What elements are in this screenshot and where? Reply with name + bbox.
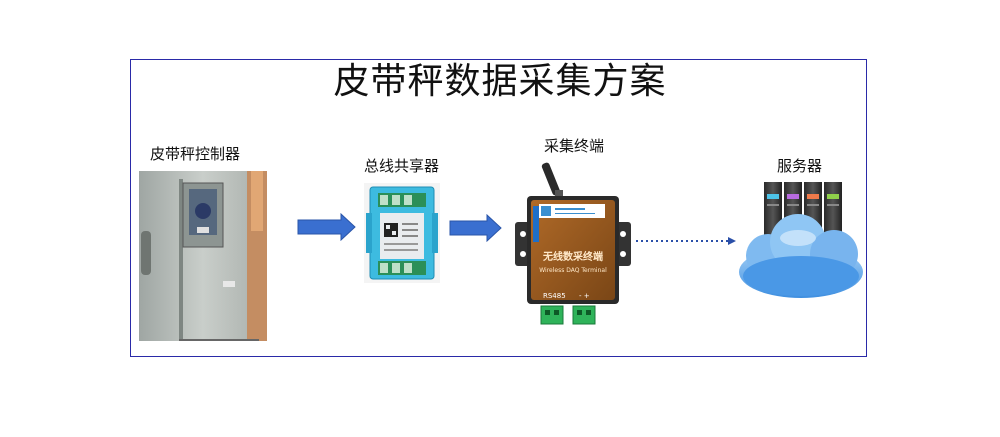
control-cabinet-photo	[139, 171, 267, 341]
diagram-title: 皮带秤数据采集方案	[333, 61, 667, 102]
cloud-server	[734, 180, 868, 302]
label-bus-sharer: 总线共享器	[364, 157, 440, 175]
label-belt-scale-controller: 皮带秤控制器	[150, 145, 241, 163]
terminal-port-label: RS485	[543, 292, 566, 300]
terminal-port-signs: - +	[579, 292, 590, 300]
wireless-terminal-device: 无线数采终端 Wireless DAQ Terminal RS485 - +	[515, 162, 631, 326]
dotted-arrow-terminal-to-server	[634, 232, 738, 245]
arrow-sharer-to-terminal	[449, 213, 503, 243]
terminal-face-text: 无线数采终端	[542, 250, 603, 263]
arrow-cabinet-to-sharer	[297, 212, 357, 242]
label-server: 服务器	[777, 157, 823, 175]
bus-sharer-device	[364, 183, 440, 283]
terminal-face-subtext: Wireless DAQ Terminal	[539, 267, 607, 274]
label-collection-terminal: 采集终端	[544, 137, 605, 155]
